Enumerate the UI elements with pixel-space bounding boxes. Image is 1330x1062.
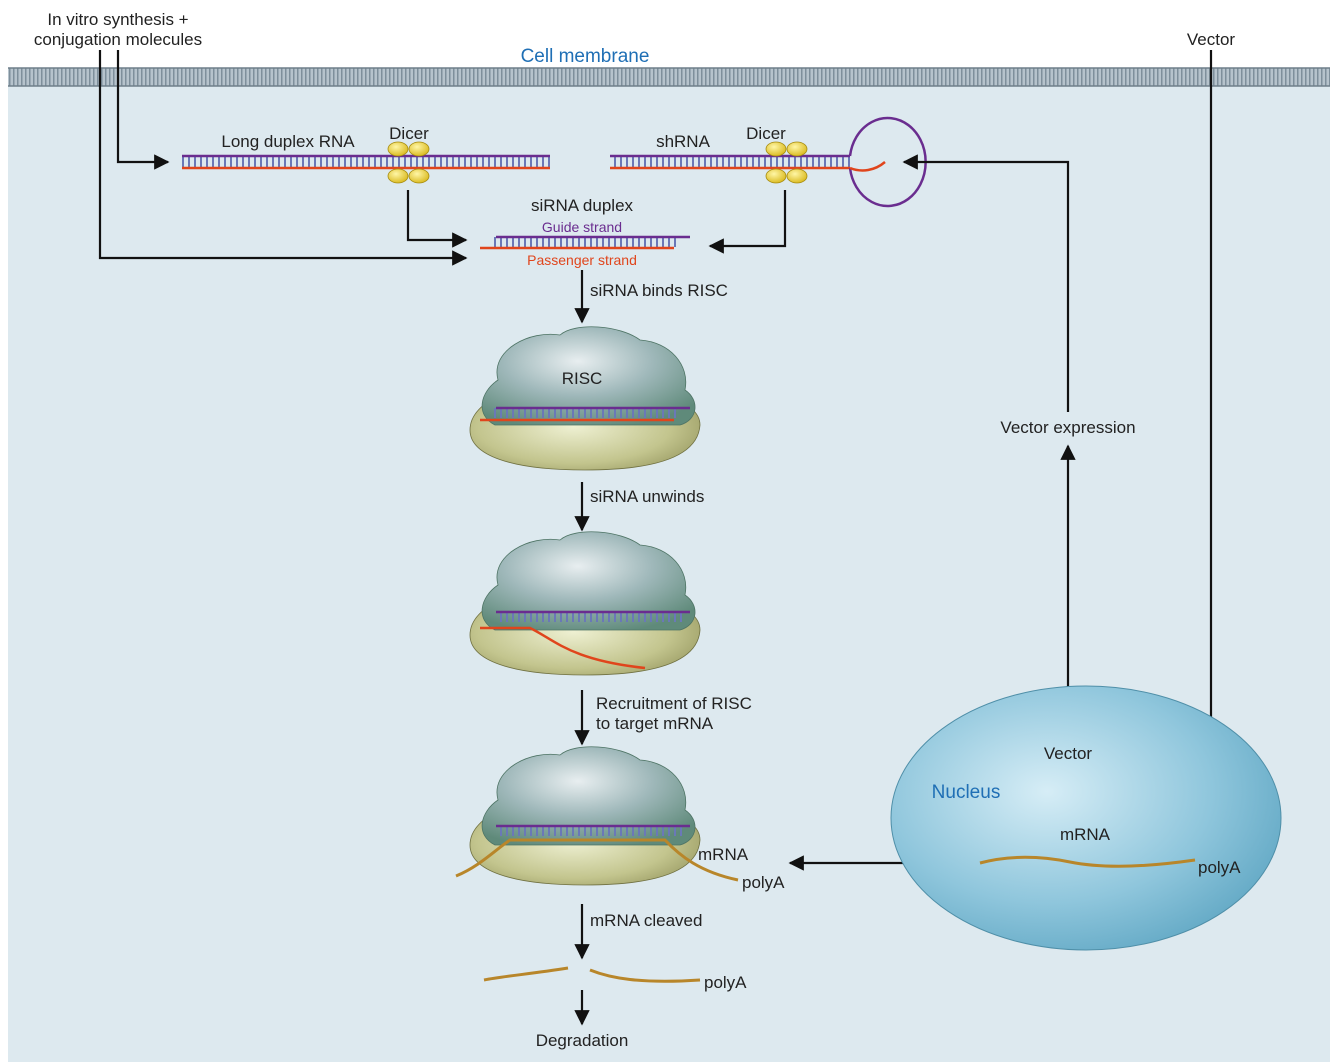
mrna-risc-label: mRNA xyxy=(698,845,749,864)
risc-complex-1 xyxy=(469,326,701,471)
vector-expression-label: Vector expression xyxy=(1000,418,1135,437)
risc-complex-3 xyxy=(455,746,739,886)
cell-membrane xyxy=(8,67,1330,87)
nucleus-label: Nucleus xyxy=(932,782,1001,803)
long-duplex-rna xyxy=(182,154,550,170)
polya-cleaved-label: polyA xyxy=(704,973,747,992)
dicer-left-label: Dicer xyxy=(389,124,429,143)
guide-strand-label: Guide strand xyxy=(542,219,622,235)
arrow-invitro-to-sirna xyxy=(98,50,468,266)
risc-complex-2 xyxy=(469,531,701,676)
sirna-duplex-label: siRNA duplex xyxy=(531,196,634,215)
vector-nucleus-label: Vector xyxy=(1044,744,1093,763)
sirna-duplex xyxy=(480,235,690,250)
degradation-label: Degradation xyxy=(536,1031,629,1050)
shrna-label: shRNA xyxy=(656,132,711,151)
dicer-left xyxy=(387,141,430,184)
cell-membrane-label: Cell membrane xyxy=(521,46,650,67)
vector-top-label: Vector xyxy=(1187,30,1236,49)
long-duplex-rna-label: Long duplex RNA xyxy=(221,132,355,151)
cleaved-mrna xyxy=(483,966,701,983)
nucleus xyxy=(890,685,1282,951)
sirna-unwinds-label: siRNA unwinds xyxy=(590,487,704,506)
dicer-right-label: Dicer xyxy=(746,124,786,143)
in-vitro-label-line1: In vitro synthesis + xyxy=(47,10,188,29)
recruitment-label-line1: Recruitment of RISC xyxy=(596,694,752,713)
passenger-strand-label: Passenger strand xyxy=(527,252,637,268)
dicer-right xyxy=(765,141,808,184)
mrna-nucleus-label: mRNA xyxy=(1060,825,1111,844)
mrna-cleaved-label: mRNA cleaved xyxy=(590,911,702,930)
arrow-expression-to-shrna xyxy=(902,154,1070,412)
arrow-invitro-to-long-rna xyxy=(116,50,170,170)
arrow-dicer-left-to-sirna xyxy=(406,190,468,248)
risc-label: RISC xyxy=(562,369,603,388)
recruitment-label-line2: to target mRNA xyxy=(596,714,714,733)
polya-nucleus-label: polyA xyxy=(1198,858,1241,877)
in-vitro-label-line2: conjugation molecules xyxy=(34,30,202,49)
arrow-dicer-right-to-sirna xyxy=(708,190,787,254)
sirna-binds-risc-label: siRNA binds RISC xyxy=(590,281,728,300)
polya-risc-label: polyA xyxy=(742,873,785,892)
